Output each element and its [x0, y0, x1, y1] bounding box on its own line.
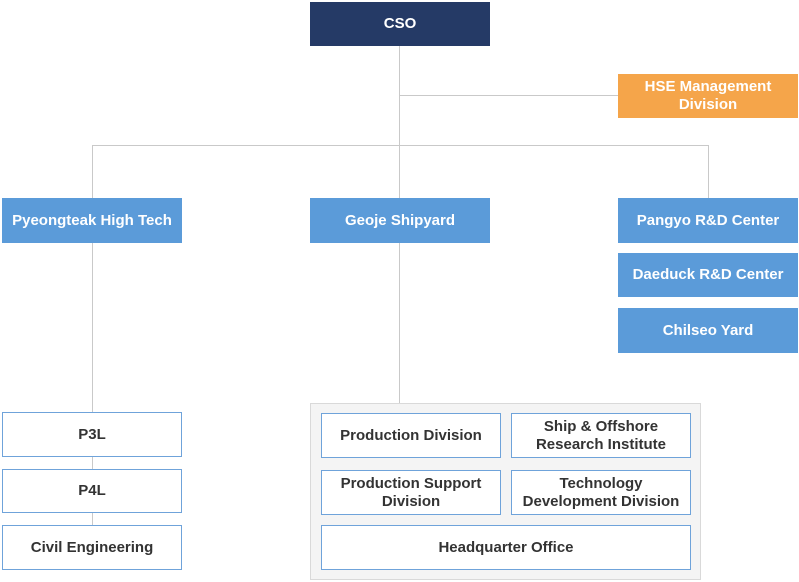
node-production-division: Production Division	[321, 413, 501, 458]
node-daeduck-rd-center: Daeduck R&D Center	[618, 253, 798, 297]
connector-sites-horizontal	[92, 145, 709, 146]
connector-pangyo-drop	[708, 145, 709, 198]
node-pangyo-rd-center: Pangyo R&D Center	[618, 198, 798, 243]
node-civil-engineering: Civil Engineering	[2, 525, 182, 570]
connector-pyeongteak-p3l	[92, 243, 93, 412]
connector-p4l-civil	[92, 513, 93, 525]
node-geoje-shipyard: Geoje Shipyard	[310, 198, 490, 243]
node-production-support-division: Production Support Division	[321, 470, 501, 515]
connector-cso-trunk	[399, 46, 400, 198]
node-pyeongteak-high-tech: Pyeongteak High Tech	[2, 198, 182, 243]
node-chilseo-yard: Chilseo Yard	[618, 308, 798, 353]
node-p3l: P3L	[2, 412, 182, 457]
node-ship-offshore-research-institute: Ship & Offshore Research Institute	[511, 413, 691, 458]
node-technology-development-division: Technology Development Division	[511, 470, 691, 515]
node-cso: CSO	[310, 2, 490, 46]
node-p4l: P4L	[2, 469, 182, 513]
connector-pyeongteak-drop	[92, 145, 93, 198]
connector-hse	[399, 95, 618, 96]
node-headquarter-office: Headquarter Office	[321, 525, 691, 570]
node-hse-management-division: HSE Management Division	[618, 74, 798, 118]
connector-p3l-p4l	[92, 457, 93, 469]
connector-geoje-group	[399, 243, 400, 403]
